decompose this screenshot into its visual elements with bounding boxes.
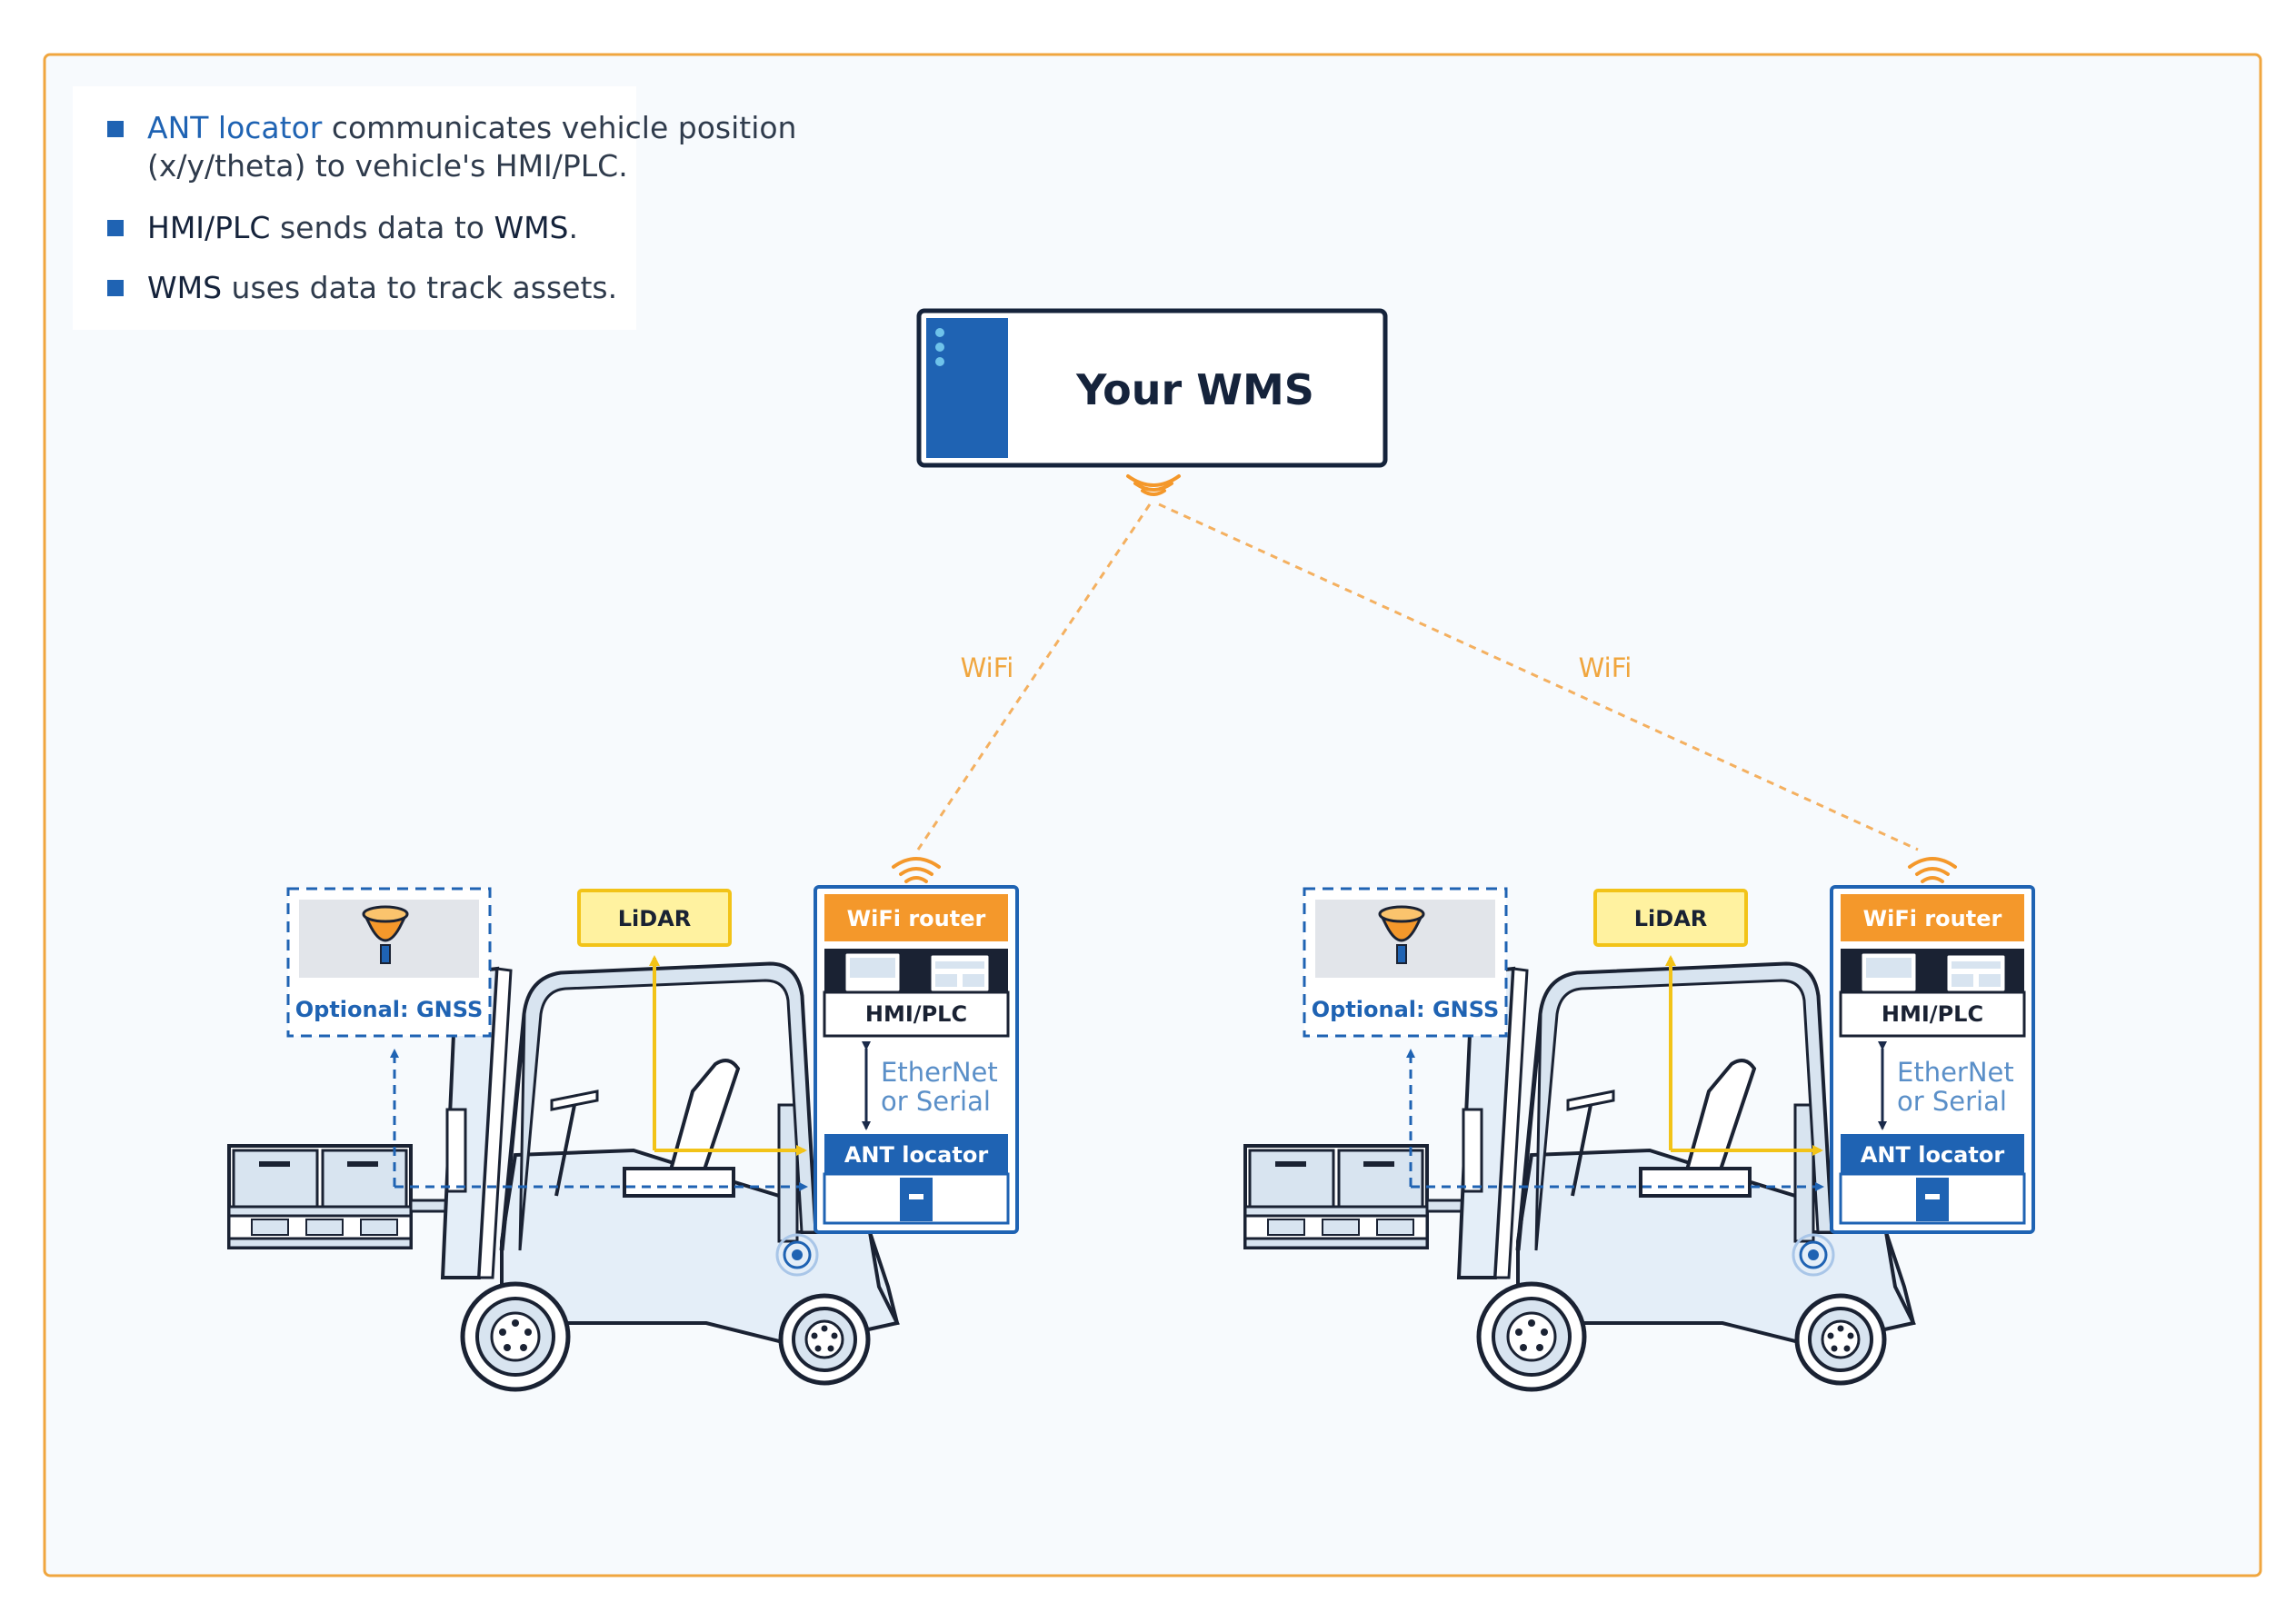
locator-label-left: ANT locator: [844, 1142, 988, 1168]
locator-label-right: ANT locator: [1861, 1142, 2004, 1168]
legend-item-2: HMI/PLC sends data to WMS.: [147, 210, 578, 245]
wifi-label-right: WiFi: [1579, 652, 1632, 683]
wms-box: [916, 308, 1388, 468]
wifi-link-right: [1158, 503, 1919, 851]
legend-item-3: WMS uses data to track assets.: [147, 270, 617, 305]
wms-wifi-icon: [1126, 474, 1181, 496]
gnss-label-left: Optional: GNSS: [295, 997, 484, 1022]
legend: ANT locator communicates vehicle positio…: [73, 86, 796, 330]
legend-bullet-3: [107, 280, 124, 296]
wifi-label-left: WiFi: [961, 652, 1014, 683]
ethernet-label-right-1: EtherNet: [1897, 1057, 2014, 1088]
legend-bullet-1: [107, 121, 124, 137]
router-label-left: WiFi router: [847, 906, 986, 931]
lidar-label-right: LiDAR: [1634, 906, 1708, 931]
server-icon: [926, 318, 1008, 458]
wms-node: Your WMS: [916, 308, 1388, 496]
ethernet-label-right-2: or Serial: [1897, 1086, 2007, 1117]
ethernet-label-left-2: or Serial: [881, 1086, 991, 1117]
legend-bullet-2: [107, 220, 124, 236]
hmi-label-right: HMI/PLC: [1882, 1001, 1983, 1027]
wifi-link-left: [916, 503, 1152, 851]
lidar-label-left: LiDAR: [618, 906, 692, 931]
legend-panel: [73, 86, 636, 330]
vehicle-left: WiFi router HMI/PLC EtherNet or Serial A…: [229, 859, 1017, 1389]
wms-title: Your WMS: [1075, 365, 1314, 414]
ethernet-label-left-1: EtherNet: [881, 1057, 998, 1088]
hmi-label-left: HMI/PLC: [865, 1001, 967, 1027]
vehicle-right: WiFi router HMI/PLC EtherNet or Serial A…: [1245, 859, 2033, 1389]
router-label-right: WiFi router: [1863, 906, 2002, 931]
legend-item-1-line-1: ANT locator communicates vehicle positio…: [147, 110, 796, 145]
legend-item-1-line-2: (x/y/theta) to vehicle's HMI/PLC.: [147, 148, 628, 184]
gnss-label-right: Optional: GNSS: [1312, 997, 1500, 1022]
